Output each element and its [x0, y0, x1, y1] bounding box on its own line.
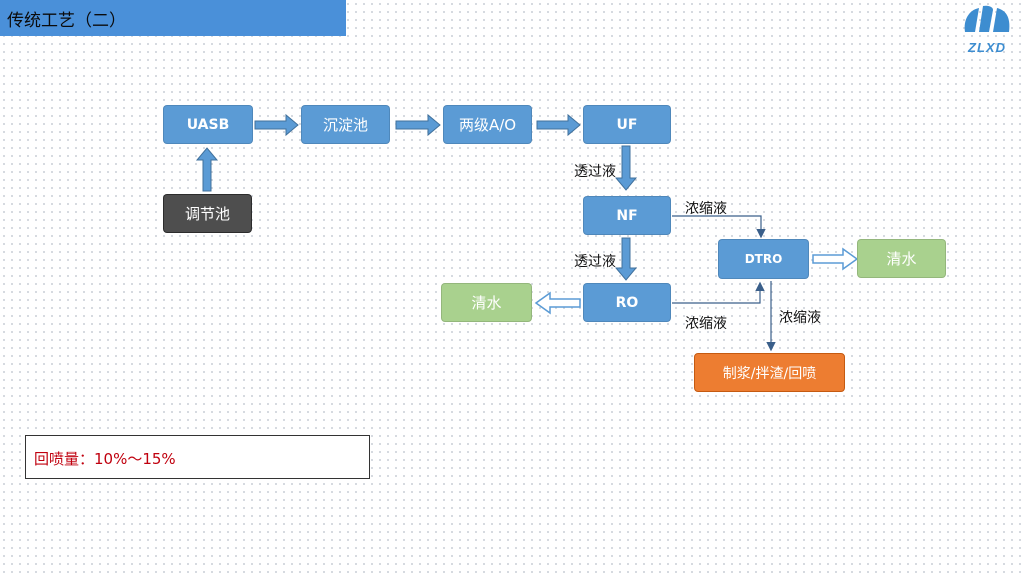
logo-text: ZLXD — [968, 40, 1006, 55]
label-concentrate-ro: 浓缩液 — [685, 316, 727, 332]
node-regulating: 调节池 — [163, 194, 252, 233]
label-permeate-uf: 透过液 — [574, 164, 616, 180]
node-two-stage-ao: 两级A/O — [443, 105, 532, 144]
arrow-ro-to-clean-water — [534, 291, 581, 315]
label-permeate-nf: 透过液 — [574, 254, 616, 270]
title-bar: 传统工艺（二） — [0, 0, 346, 36]
node-ro: RO — [583, 283, 671, 322]
node-disposal: 制浆/拌渣/回喷 — [694, 353, 845, 392]
node-nf: NF — [583, 196, 671, 235]
arrow-uf-to-nf — [614, 145, 638, 191]
line-ro-to-dtro — [672, 281, 765, 304]
page-title: 传统工艺（二） — [7, 11, 126, 31]
zlxd-logo-icon — [964, 5, 1010, 32]
node-uf: UF — [583, 105, 671, 144]
label-concentrate-nf: 浓缩液 — [685, 201, 727, 217]
label-concentrate-dtro: 浓缩液 — [779, 310, 821, 326]
note-box: 回喷量：10%～15% — [25, 435, 370, 479]
arrow-regulating-to-uasb — [195, 147, 219, 192]
node-sedimentation: 沉淀池 — [301, 105, 390, 144]
arrow-uasb-to-sedimentation — [254, 113, 299, 137]
node-clean-water-right: 清水 — [857, 239, 946, 278]
spray-back-rate-note: 回喷量：10%～15% — [34, 450, 176, 468]
arrow-ao-to-uf — [536, 113, 581, 137]
line-nf-to-dtro — [672, 215, 766, 239]
arrow-dtro-to-clean-water — [812, 247, 859, 271]
node-uasb: UASB — [163, 105, 253, 144]
arrow-nf-to-ro — [614, 237, 638, 281]
arrow-sedimentation-to-ao — [395, 113, 441, 137]
node-clean-water-left: 清水 — [441, 283, 532, 322]
node-dtro: DTRO — [718, 239, 809, 279]
